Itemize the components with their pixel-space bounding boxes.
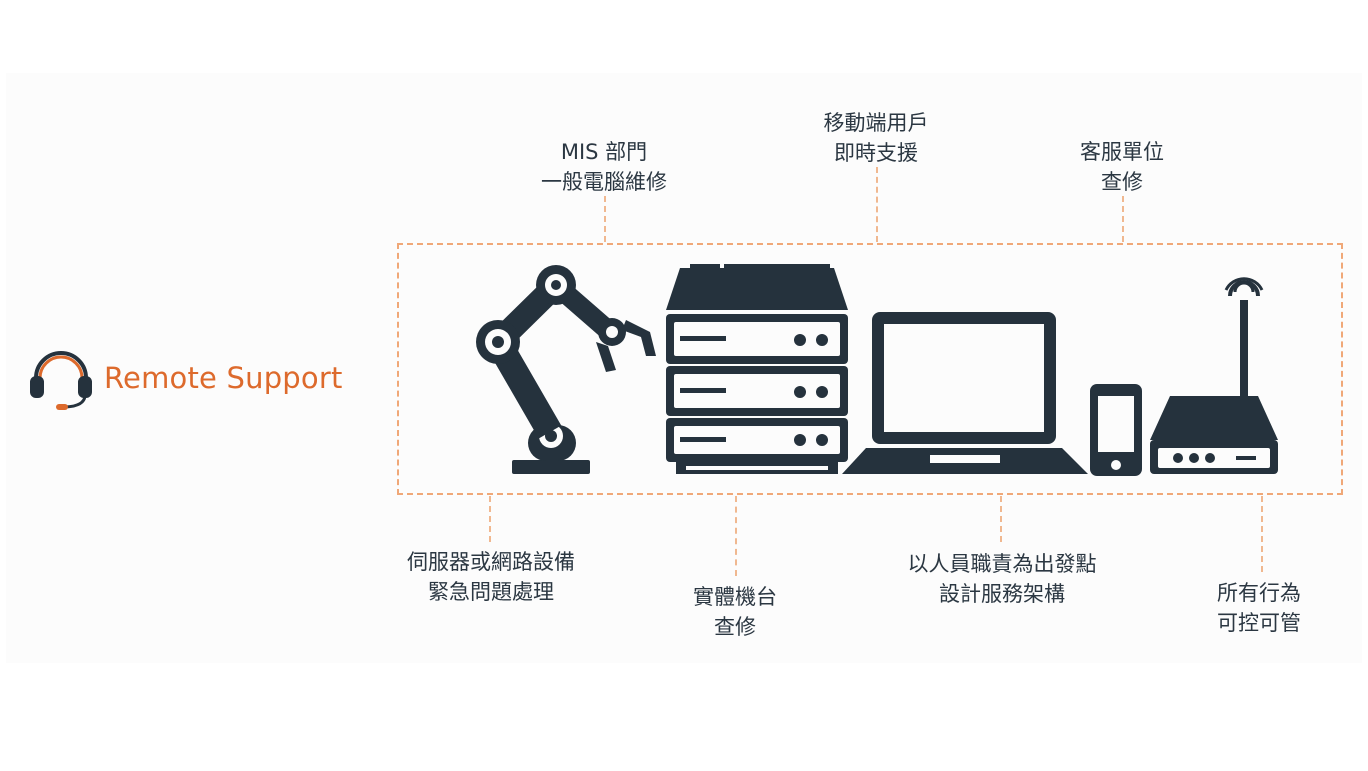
brand-logo: Remote Support <box>26 340 343 416</box>
label-mis-line2: 一般電腦維修 <box>541 170 667 194</box>
devices-frame <box>397 243 1343 495</box>
label-role-line2: 設計服務架構 <box>939 582 1065 606</box>
connector-bottom-role <box>1000 496 1002 542</box>
connector-top-mobile <box>876 167 878 242</box>
label-control: 所有行為 可控可管 <box>1217 578 1301 638</box>
label-support-line2: 查修 <box>1101 170 1143 194</box>
label-role: 以人員職責為出發點 設計服務架構 <box>908 549 1097 609</box>
connector-bottom-machine <box>735 496 737 576</box>
label-support: 客服單位 查修 <box>1080 137 1164 197</box>
label-mobile: 移動端用戶 即時支援 <box>824 108 929 168</box>
router-icon <box>1150 277 1278 474</box>
connector-top-support <box>1122 196 1124 242</box>
connector-bottom-control <box>1261 496 1263 572</box>
connector-bottom-server <box>489 496 491 542</box>
label-mis-line1: MIS 部門 <box>560 140 648 164</box>
label-server-line2: 緊急問題處理 <box>428 580 554 604</box>
label-control-line2: 可控可管 <box>1217 611 1301 635</box>
robot-arm-icon <box>476 265 656 474</box>
smartphone-icon <box>1090 384 1142 476</box>
label-control-line1: 所有行為 <box>1217 581 1301 605</box>
label-role-line1: 以人員職責為出發點 <box>907 552 1097 576</box>
connector-top-mis <box>604 196 606 242</box>
label-mis: MIS 部門 一般電腦維修 <box>541 137 667 197</box>
label-machine-line1: 實體機台 <box>693 585 777 609</box>
brand-name: Remote Support <box>104 361 343 395</box>
laptop-icon <box>842 312 1088 474</box>
label-mobile-line1: 移動端用戶 <box>823 111 929 135</box>
label-machine-line2: 查修 <box>714 615 756 639</box>
label-server-line1: 伺服器或網路設備 <box>407 550 575 574</box>
headset-icon <box>30 351 92 410</box>
label-mobile-line2: 即時支援 <box>834 141 918 165</box>
label-support-line1: 客服單位 <box>1080 140 1164 164</box>
label-machine: 實體機台 查修 <box>693 582 777 642</box>
label-server: 伺服器或網路設備 緊急問題處理 <box>407 547 575 607</box>
server-rack-icon <box>666 264 848 474</box>
